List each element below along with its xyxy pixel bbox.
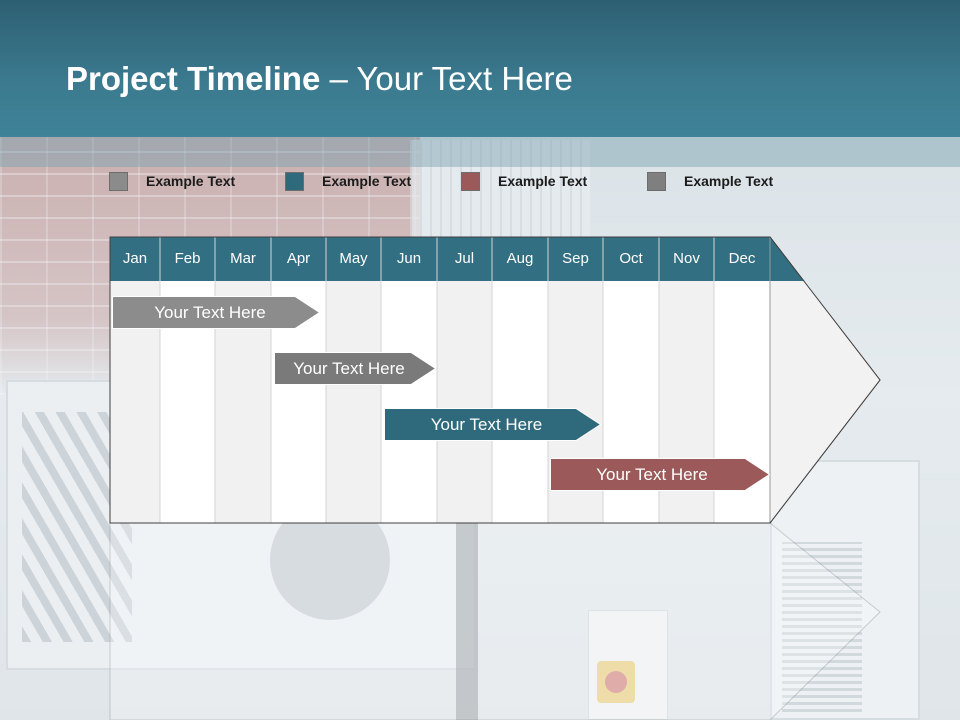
legend-item-1[interactable]: Example Text	[109, 171, 235, 191]
legend-swatch-2	[285, 171, 304, 191]
slide-title-rest: – Your Text Here	[320, 60, 573, 97]
legend-item-3[interactable]: Example Text	[461, 171, 587, 191]
legend-item-2[interactable]: Example Text	[285, 171, 411, 191]
switch-knob-image	[597, 661, 635, 703]
window-grill-image	[410, 140, 590, 240]
header-band	[0, 137, 960, 167]
slide-title-bold: Project Timeline	[66, 60, 321, 97]
legend-swatch-4	[647, 171, 666, 191]
legend-swatch-3	[461, 171, 480, 191]
pipe-image	[456, 520, 478, 720]
legend-swatch-1	[109, 171, 128, 191]
legend-item-4[interactable]: Example Text	[647, 171, 773, 191]
legend-label-4: Example Text	[684, 173, 774, 189]
switch-panel-image	[588, 610, 668, 720]
title-header: Project Timeline – Your Text Here	[0, 0, 960, 137]
legend-label-1: Example Text	[146, 173, 236, 189]
compressor-grill-image	[782, 542, 862, 712]
legend-label-2: Example Text	[322, 173, 412, 189]
slide-title[interactable]: Project Timeline – Your Text Here	[66, 60, 573, 98]
legend-label-3: Example Text	[498, 173, 588, 189]
